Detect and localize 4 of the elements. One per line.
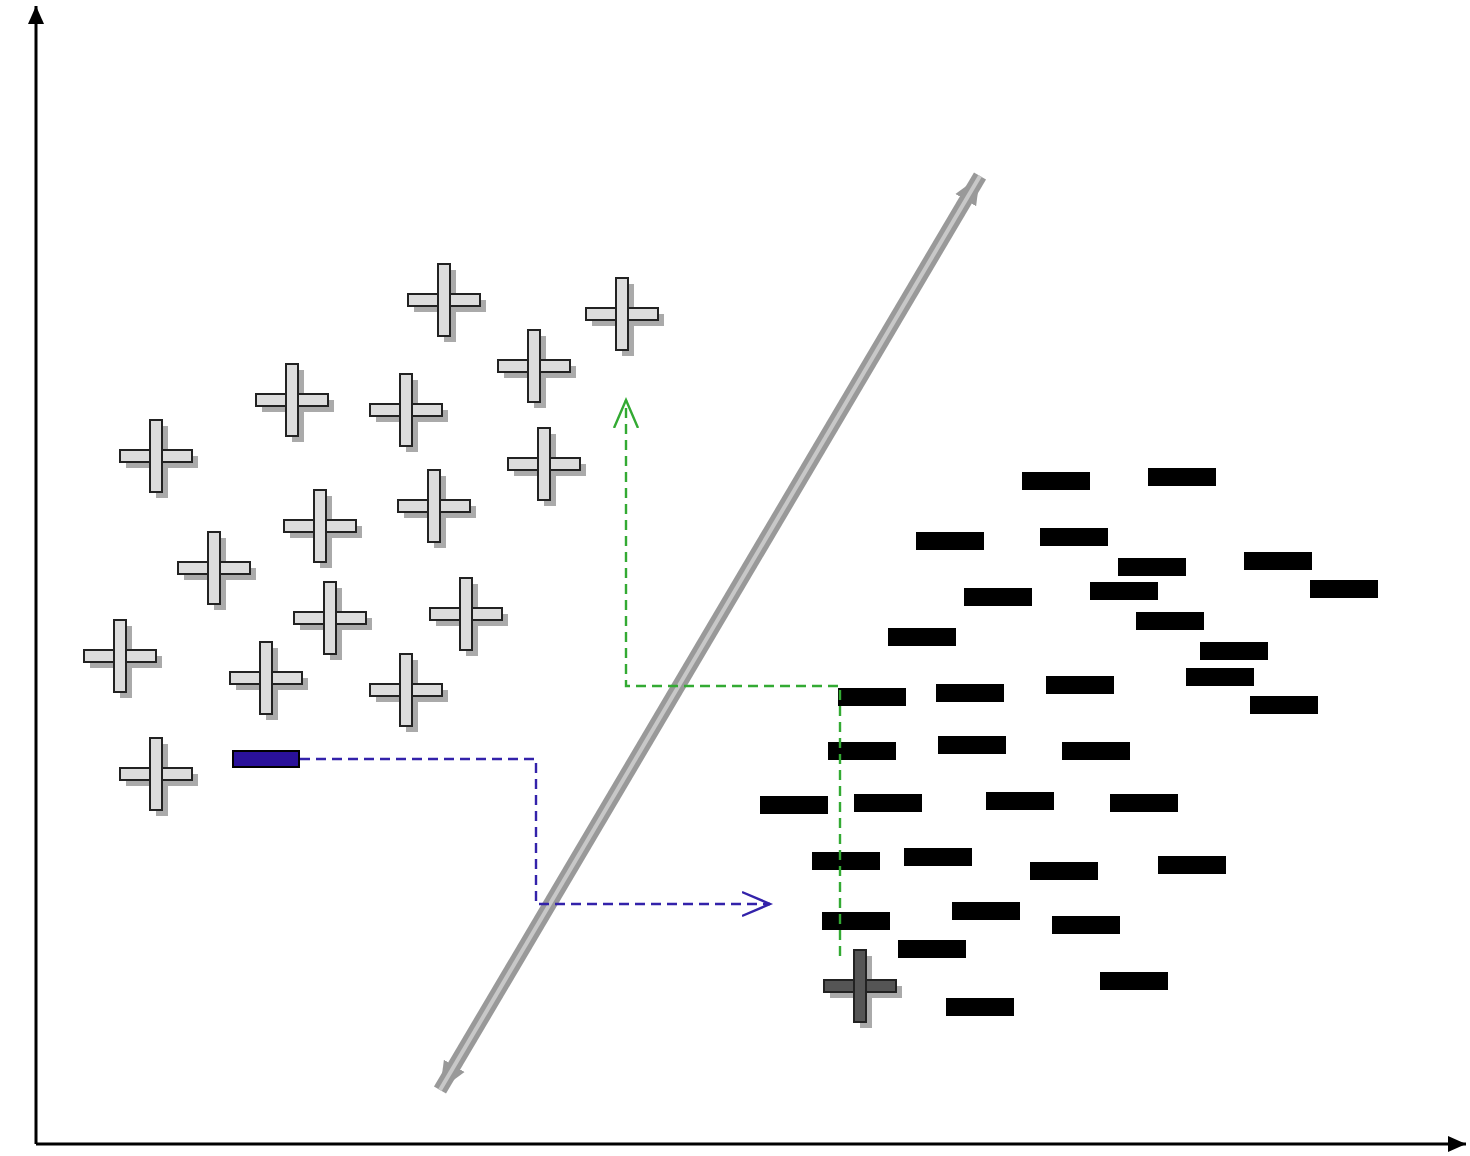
misclassified-plus-marker xyxy=(823,949,902,1028)
dashed-arrow xyxy=(612,398,842,956)
misclassified-minus-marker xyxy=(232,750,300,768)
dashed-arrow xyxy=(300,757,772,918)
